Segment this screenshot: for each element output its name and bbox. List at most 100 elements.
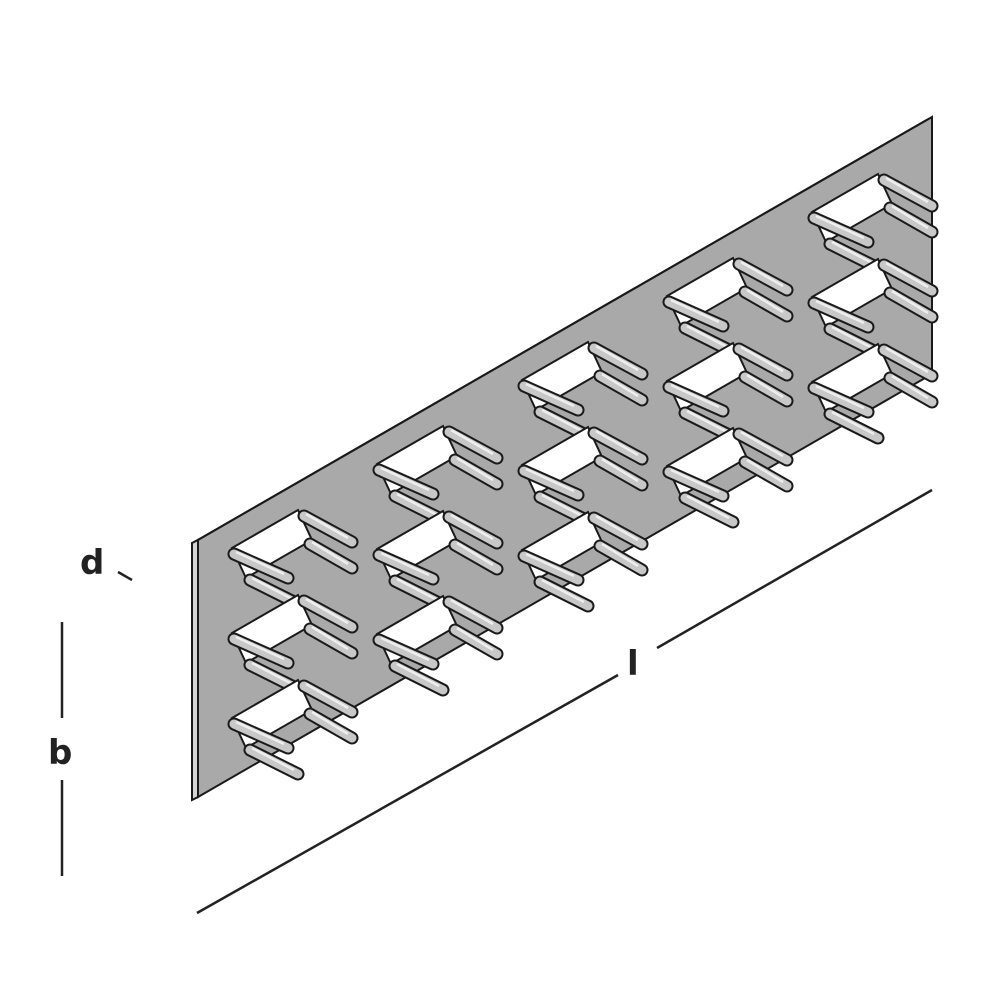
tooth <box>587 341 649 381</box>
tooth-body <box>299 511 357 547</box>
tooth-body <box>245 745 303 779</box>
tooth <box>442 595 504 635</box>
tooth-highlight <box>891 289 929 315</box>
tooth <box>587 511 649 551</box>
tooth-body <box>450 625 502 659</box>
tooth-body <box>374 550 438 584</box>
tooth-body <box>734 259 792 295</box>
tooth-highlight <box>601 372 639 398</box>
tooth-highlight <box>595 429 639 457</box>
tooth-pair <box>517 425 649 528</box>
tooth-highlight <box>235 550 285 576</box>
tooth-body <box>734 429 792 465</box>
tooth-highlight <box>396 492 440 518</box>
tooth-body <box>519 381 583 415</box>
tooth <box>662 295 730 333</box>
tooth-highlight <box>601 542 639 568</box>
tooth <box>732 257 794 297</box>
tooth-body <box>305 539 357 573</box>
tooth <box>807 296 875 334</box>
tooth-body <box>740 457 792 491</box>
tooth <box>297 594 359 634</box>
tooth-pair <box>662 426 794 529</box>
tooth <box>448 453 504 491</box>
tooth-highlight <box>686 409 730 435</box>
dimension-l: l <box>196 488 933 915</box>
tooth <box>517 549 585 587</box>
tooth-body <box>299 681 357 717</box>
tooth-highlight <box>746 288 784 314</box>
tooth-body <box>444 427 502 463</box>
tooth-highlight <box>251 661 295 687</box>
tooth-body <box>885 288 937 322</box>
tooth-body <box>305 709 357 743</box>
tooth-highlight <box>740 345 784 373</box>
tooth <box>807 211 875 249</box>
tooth-pair <box>517 510 649 613</box>
tooth-highlight <box>380 551 430 577</box>
tooth-body <box>885 203 937 237</box>
tooth <box>883 371 939 409</box>
tooth <box>738 285 794 323</box>
tooth-highlight <box>686 494 730 520</box>
tooth-highlight <box>456 456 494 482</box>
tooth-body <box>740 372 792 406</box>
tooth-pair <box>372 594 504 697</box>
tooth-body <box>825 409 883 443</box>
tooth-highlight <box>251 576 295 602</box>
tooth <box>877 258 939 298</box>
teeth-group <box>227 172 939 781</box>
tooth-pair <box>662 256 794 359</box>
tooth-highlight <box>885 176 929 204</box>
tooth <box>662 465 730 503</box>
tooth <box>807 381 875 419</box>
tooth-highlight <box>525 467 575 493</box>
tooth-highlight <box>525 382 575 408</box>
tooth <box>517 464 585 502</box>
dimension-line-l-left <box>196 673 619 915</box>
tooth <box>227 632 295 670</box>
tooth-body <box>809 383 873 417</box>
tooth <box>593 454 649 492</box>
tooth-body <box>229 634 293 668</box>
tooth-highlight <box>235 635 285 661</box>
tooth-highlight <box>305 682 349 710</box>
tooth-highlight <box>595 344 639 372</box>
tooth-highlight <box>891 374 929 400</box>
tooth-body <box>229 719 293 753</box>
tooth-body <box>595 456 647 490</box>
tooth-highlight <box>831 240 875 266</box>
tooth-highlight <box>450 598 494 626</box>
tooth-highlight <box>831 325 875 351</box>
tooth-highlight <box>670 298 720 324</box>
tooth-highlight <box>595 514 639 542</box>
tooth-highlight <box>815 214 865 240</box>
tooth <box>243 743 305 781</box>
tooth <box>372 463 440 501</box>
tooth-highlight <box>885 346 929 374</box>
tooth-pair <box>227 678 359 781</box>
tooth-body <box>374 635 438 669</box>
tooth-body <box>664 297 728 331</box>
tooth-body <box>664 382 728 416</box>
tooth-body <box>680 493 738 527</box>
tooth <box>388 659 450 697</box>
tooth-highlight <box>396 662 440 688</box>
tooth-highlight <box>670 468 720 494</box>
tooth <box>662 380 730 418</box>
tooth-body <box>879 260 937 296</box>
tooth-body <box>595 371 647 405</box>
tooth-highlight <box>305 512 349 540</box>
tooth <box>442 425 504 465</box>
tooth-body <box>535 577 593 611</box>
tooth-body <box>664 467 728 501</box>
tooth <box>442 510 504 550</box>
tooth-pair <box>517 340 649 443</box>
tooth <box>372 633 440 671</box>
tooth-highlight <box>456 626 494 652</box>
label-l: l <box>627 644 639 684</box>
tooth <box>227 717 295 755</box>
tooth-pair <box>227 508 359 611</box>
tooth-body <box>305 624 357 658</box>
